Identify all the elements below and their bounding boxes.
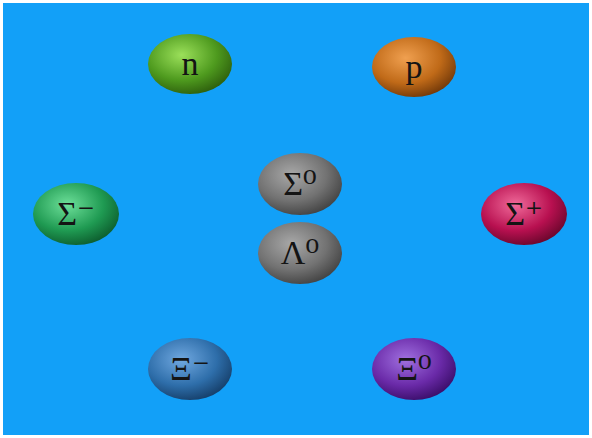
sphere-fill	[258, 153, 342, 215]
particle-sphere: Λ⁰	[257, 221, 343, 285]
particle-symbol: Σ⁰	[283, 167, 316, 201]
particle-sphere: n	[147, 33, 233, 95]
particle-symbol: p	[406, 50, 423, 84]
sphere-fill	[258, 222, 342, 284]
sphere-fill	[148, 338, 232, 400]
particle-sphere: Σ⁰	[257, 152, 343, 216]
sphere-fill	[33, 183, 119, 245]
particle-sphere: Σ⁻	[32, 182, 120, 246]
sphere-fill	[372, 37, 456, 97]
sphere-fill	[481, 183, 567, 245]
particle-symbol: n	[182, 47, 199, 81]
particle-symbol: Σ⁻	[57, 197, 95, 231]
particle-sphere: Ξ⁰	[371, 337, 457, 401]
particle-symbol: Λ⁰	[281, 236, 319, 270]
sphere-fill	[372, 338, 456, 400]
particle-symbol: Σ⁺	[505, 197, 543, 231]
particle-sphere: Ξ⁻	[147, 337, 233, 401]
particle-sphere: p	[371, 36, 457, 98]
sphere-fill	[148, 34, 232, 94]
particle-symbol: Ξ⁻	[170, 352, 210, 386]
particle-sphere: Σ⁺	[480, 182, 568, 246]
particle-symbol: Ξ⁰	[396, 352, 432, 386]
